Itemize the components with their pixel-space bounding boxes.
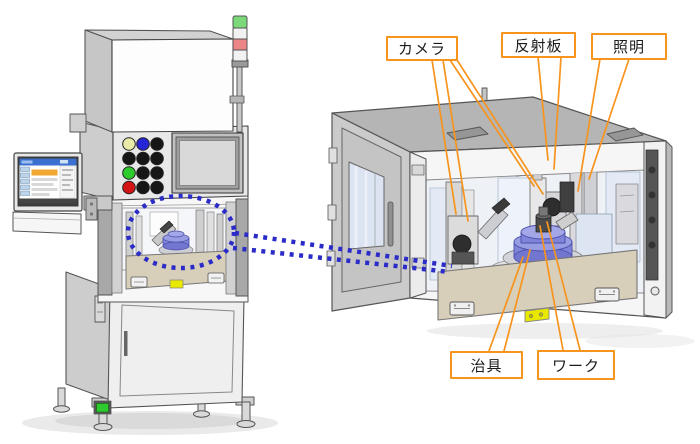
status-lamp-green <box>96 403 109 413</box>
magnified-chamber <box>326 87 673 323</box>
right-side-sliver <box>665 140 673 319</box>
operator-monitor <box>12 152 113 235</box>
leader-camera-1 <box>431 59 457 215</box>
leader-lighting-1 <box>577 58 601 192</box>
leader-reflector-2 <box>553 56 562 170</box>
top-slot-left <box>446 126 489 141</box>
signal-tower <box>229 15 249 133</box>
tower-segment-green <box>232 15 248 29</box>
push-buttons[interactable] <box>122 137 164 195</box>
cabinet <box>65 271 245 415</box>
callout-workpiece-text: ワーク <box>551 356 600 375</box>
zoom-region-ellipse <box>125 193 237 271</box>
leader-camera-2 <box>442 59 469 222</box>
tower-segment-red <box>232 38 248 51</box>
callout-jig-text: 治具 <box>470 356 503 375</box>
leader-camera-3 <box>449 59 535 187</box>
zoom-connector-line-lower <box>232 245 451 275</box>
leader-camera-4 <box>456 59 544 195</box>
front-right-pillar <box>643 140 667 319</box>
callout-lighting-text: 照明 <box>612 38 645 56</box>
callout-camera: カメラ <box>386 36 458 61</box>
tower-segment-white1 <box>232 27 248 40</box>
camera-unit-left <box>445 181 479 285</box>
leader-reflector-1 <box>537 56 549 161</box>
monitor-side-buttons[interactable] <box>20 166 30 196</box>
monitor-titlebar <box>19 158 77 166</box>
leader-workpiece-1 <box>539 225 564 351</box>
panel-screen <box>171 132 244 194</box>
top-slot-right <box>606 127 644 142</box>
leader-lighting-2 <box>588 58 630 180</box>
control-panel <box>79 121 249 201</box>
leader-workpiece-2 <box>546 221 581 351</box>
zoom-markers <box>125 193 453 275</box>
hood <box>69 29 234 133</box>
inspection-chamber-left <box>97 195 249 303</box>
tower-segment-white2 <box>232 49 248 62</box>
callout-reflector: 反射板 <box>501 32 576 58</box>
yellow-block <box>524 307 550 323</box>
leader-lines <box>431 56 630 352</box>
monitor-highlight-row <box>31 169 58 176</box>
monitor-tray <box>12 211 82 235</box>
leader-jig-2 <box>503 249 531 352</box>
yellow-block-left <box>169 279 184 289</box>
callout-jig: 治具 <box>450 351 523 379</box>
left-machine <box>12 15 256 431</box>
callout-lighting: 照明 <box>591 33 667 60</box>
front-panel-beige <box>437 249 638 323</box>
door-handle[interactable] <box>387 201 394 247</box>
zoom-connector-line-upper <box>234 230 453 269</box>
callout-camera-text: カメラ <box>397 40 446 58</box>
callout-reflector-text: 反射板 <box>514 36 563 55</box>
callout-workpiece: ワーク <box>537 350 615 380</box>
leader-jig-1 <box>488 256 524 352</box>
